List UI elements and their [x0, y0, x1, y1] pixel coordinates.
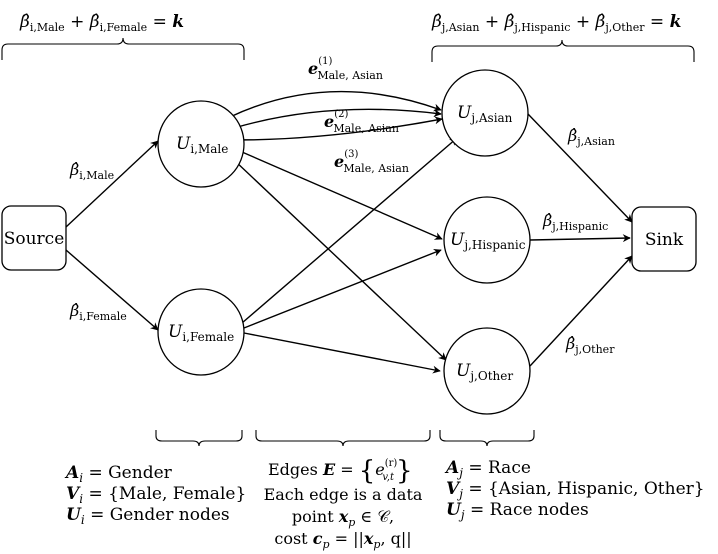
edge-male-asian-2 — [233, 108, 442, 129]
svg-text:e(2)Male, Asian: e(2)Male, Asian — [324, 109, 399, 135]
svg-text:Uj,Asian: Uj,Asian — [457, 103, 513, 125]
legend-right: Aj = Race Vj = {Asian, Hispanic, Other} … — [444, 458, 705, 522]
node-u-j-asian: Uj,Asian — [441, 69, 529, 157]
svg-text:cost cp = ||xp, q||: cost cp = ||xp, q|| — [274, 529, 411, 551]
edge-other-sink — [529, 255, 633, 367]
svg-text:β̂i,Male: β̂i,Male — [69, 160, 114, 182]
source-node: Source — [1, 205, 67, 271]
svg-text:Edges E = {e(r)v,t}: Edges E = {e(r)v,t} — [268, 456, 413, 486]
bottom-brace-middle — [255, 430, 431, 447]
right-constraint-label: β̂j,Asian + β̂j,Hispanic + β̂j,Other = k — [431, 12, 681, 34]
legend-middle: Edges E = {e(r)v,t} Each edge is a data … — [264, 456, 423, 551]
node-u-i-male: Ui,Male — [157, 100, 245, 188]
edge-asian-sink — [527, 113, 633, 223]
edge-hispanic-sink — [529, 234, 631, 243]
bottom-brace-right — [439, 430, 535, 447]
right-top-brace — [431, 39, 695, 62]
svg-text:β̂i,Male + β̂i,Female = k: β̂i,Male + β̂i,Female = k — [19, 12, 184, 34]
legend-left: Ai = Gender Vi = {Male, Female} Ui = Gen… — [64, 463, 246, 527]
edge-label-beta-i-male: β̂i,Male — [69, 160, 114, 182]
edge-label-beta-j-other: β̂j,Other — [565, 334, 615, 356]
svg-text:Ui,Female: Ui,Female — [168, 322, 234, 344]
left-constraint-label: β̂i,Male + β̂i,Female = k — [19, 12, 184, 34]
svg-text:Ui,Male: Ui,Male — [176, 134, 228, 156]
svg-text:Vj = {Asian, Hispanic, Other}: Vj = {Asian, Hispanic, Other} — [446, 479, 705, 501]
edge-label-e3: e(3)Male, Asian — [334, 149, 409, 175]
svg-text:β̂j,Other: β̂j,Other — [565, 334, 615, 356]
svg-text:point xp ∈ 𝒞,: point xp ∈ 𝒞, — [292, 507, 394, 529]
edge-female-asian — [241, 137, 458, 324]
sink-label: Sink — [645, 230, 684, 250]
svg-text:Ai = Gender: Ai = Gender — [64, 463, 173, 485]
svg-text:e(3)Male, Asian: e(3)Male, Asian — [334, 149, 409, 175]
edge-label-e2: e(2)Male, Asian — [324, 109, 399, 135]
edge-label-e1: e(1)Male, Asian — [308, 56, 383, 82]
svg-text:Vi = {Male, Female}: Vi = {Male, Female} — [66, 484, 246, 506]
svg-text:Ui = Gender nodes: Ui = Gender nodes — [66, 505, 230, 527]
edge-male-other — [233, 159, 447, 361]
svg-text:Aj = Race: Aj = Race — [444, 458, 531, 480]
edge-female-hispanic — [243, 248, 442, 329]
left-top-brace — [1, 37, 245, 60]
svg-text:Each edge is a data: Each edge is a data — [264, 485, 423, 504]
node-u-j-hispanic: Uj,Hispanic — [443, 196, 531, 284]
edges — [65, 90, 633, 374]
edge-male-asian-1 — [229, 90, 442, 118]
svg-text:β̂j,Hispanic: β̂j,Hispanic — [542, 211, 608, 233]
edge-source-male — [65, 140, 159, 228]
node-u-i-female: Ui,Female — [157, 288, 245, 376]
edge-label-beta-j-asian: β̂j,Asian — [567, 126, 615, 148]
svg-text:e(1)Male, Asian: e(1)Male, Asian — [308, 56, 383, 82]
svg-text:Uj,Other: Uj,Other — [456, 361, 513, 383]
edge-label-beta-j-hispanic: β̂j,Hispanic — [542, 211, 608, 233]
svg-text:Uj,Hispanic: Uj,Hispanic — [450, 230, 526, 252]
svg-text:β̂j,Asian: β̂j,Asian — [567, 126, 615, 148]
node-u-j-other: Uj,Other — [443, 327, 531, 415]
svg-text:Uj = Race nodes: Uj = Race nodes — [446, 500, 589, 522]
edge-female-other — [243, 332, 441, 374]
edge-male-hispanic — [241, 151, 443, 240]
sink-node: Sink — [631, 206, 697, 272]
edge-source-female — [65, 249, 159, 331]
svg-text:β̂j,Asian + β̂j,Hispanic + β̂j: β̂j,Asian + β̂j,Hispanic + β̂j,Other = k — [431, 12, 681, 34]
edge-label-beta-i-female: β̂i,Female — [69, 301, 127, 323]
source-label: Source — [4, 229, 65, 249]
edge-male-asian-3 — [233, 116, 443, 141]
svg-text:β̂i,Female: β̂i,Female — [69, 301, 127, 323]
bottom-brace-left — [155, 430, 243, 447]
